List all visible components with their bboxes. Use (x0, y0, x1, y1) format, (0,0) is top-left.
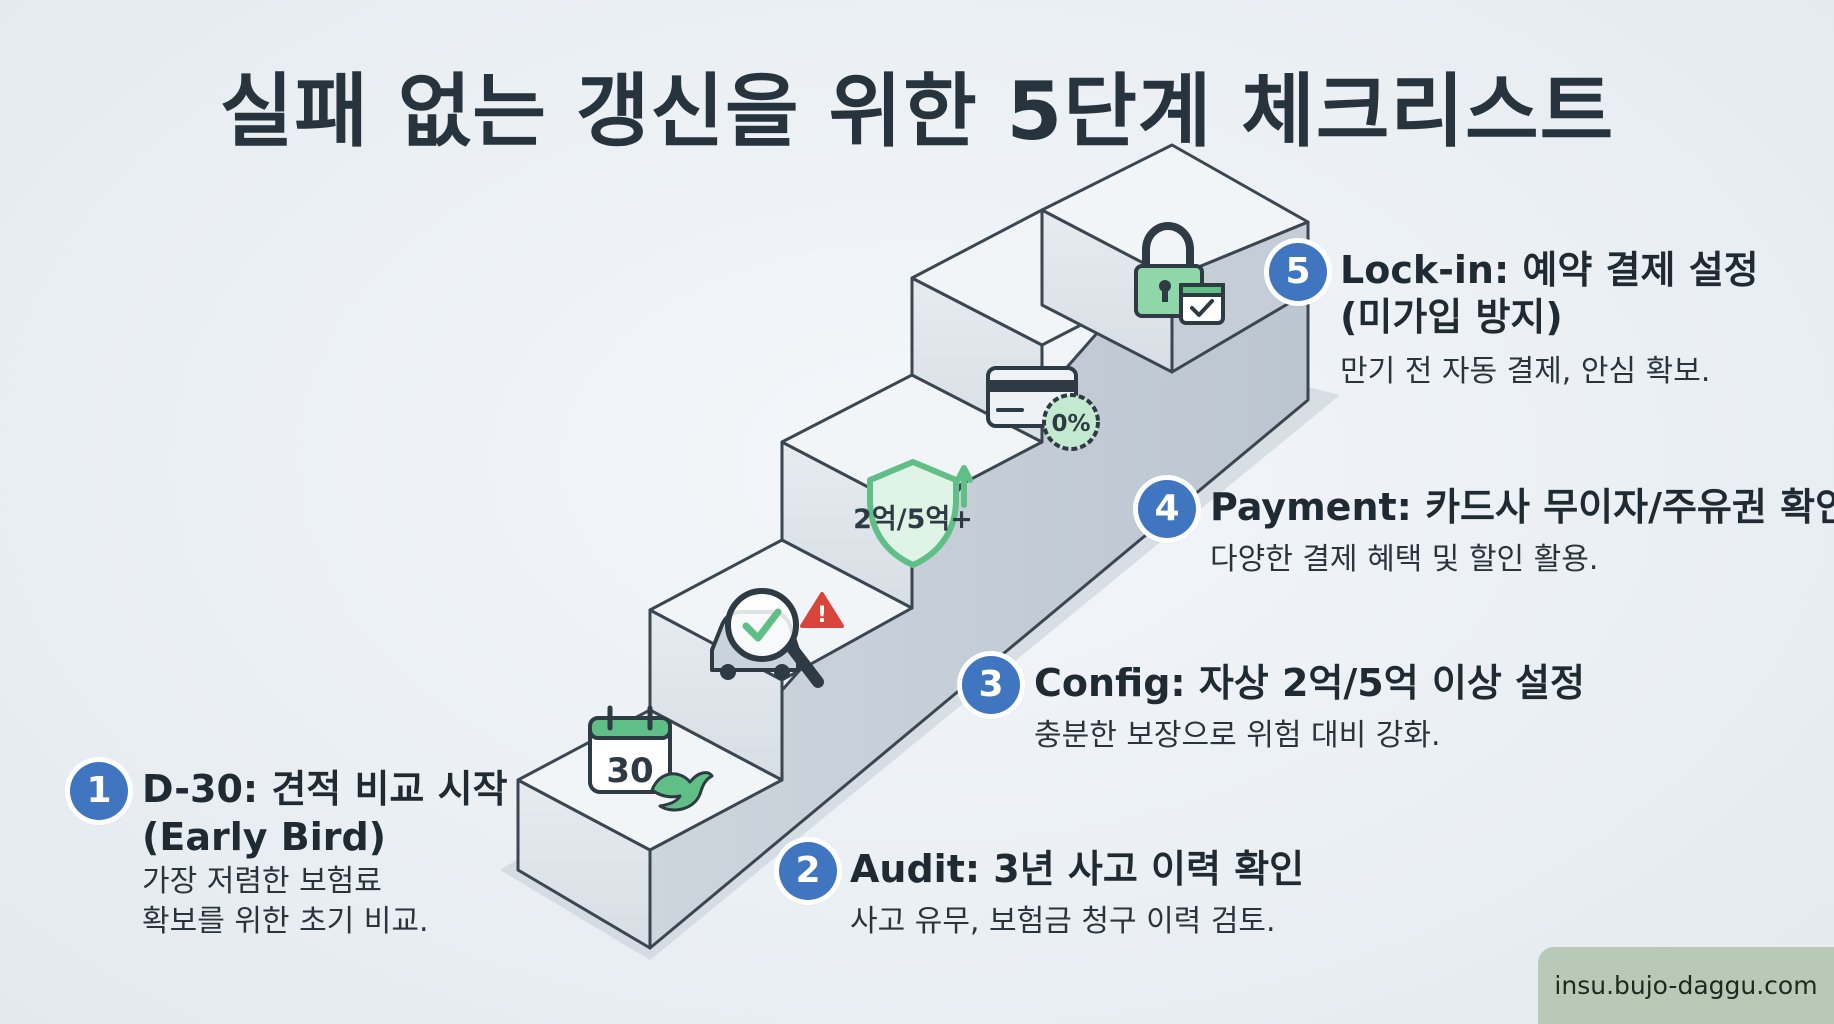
step-5-title-sub: (미가입 방지) (1340, 295, 1563, 339)
step-1-number-badge: 1 (70, 762, 128, 820)
step-5-title: Lock-in: 예약 결제 설정 (1340, 248, 1759, 292)
step-3-number-badge: 3 (962, 656, 1020, 714)
step-5-number-badge: 5 (1269, 243, 1327, 301)
magnifier-car-check-icon: ! (710, 588, 844, 688)
step-2-description: 사고 유무, 보험금 청구 이력 검토. (850, 904, 1276, 939)
calendar-day-text: 30 (606, 751, 653, 791)
credit-card-discount-icon: 0% (986, 366, 1100, 451)
step-4-title: Payment: 카드사 무이자/주유권 확인 (1210, 485, 1834, 529)
step-2-title: Audit: 3년 사고 이력 확인 (850, 847, 1305, 891)
website-badge: insu.bujo-daggu.com (1538, 947, 1834, 1024)
step-2-number-badge: 2 (779, 842, 837, 900)
calendar-30-bird-icon: 30 (588, 705, 714, 812)
step-4-description: 다양한 결제 혜택 및 할인 활용. (1210, 542, 1599, 577)
step-4-number-badge: 4 (1138, 480, 1196, 538)
discount-rate-text: 0% (1051, 411, 1090, 437)
step-5-description: 만기 전 자동 결제, 안심 확보. (1340, 354, 1711, 389)
shield-arrow-icon: 2억/5억+ (853, 459, 973, 568)
step-3-description: 충분한 보장으로 위험 대비 강화. (1034, 718, 1441, 753)
step-3-title: Config: 자상 2억/5억 이상 설정 (1034, 661, 1585, 705)
step-1-description-sub: 확보를 위한 초기 비교. (142, 904, 429, 939)
step-1-description: 가장 저렴한 보험료 (142, 864, 382, 899)
coverage-amount-text: 2억/5억+ (853, 504, 973, 535)
padlock-calendar-icon (1134, 221, 1225, 325)
warning-mark: ! (817, 603, 827, 628)
step-1-title: D-30: 견적 비교 시작 (142, 767, 508, 811)
step-1-title-sub: (Early Bird) (142, 815, 387, 859)
page-title: 실패 없는 갱신을 위한 5단계 체크리스트 (219, 65, 1615, 158)
